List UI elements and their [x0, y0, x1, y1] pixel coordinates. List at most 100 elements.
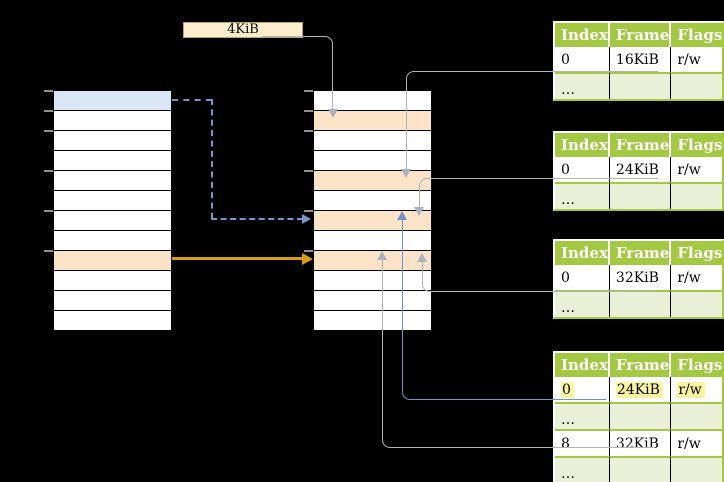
address-tick: [304, 210, 313, 212]
page-size-box: 4KiB: [183, 22, 303, 38]
orange-mapping-line: [172, 257, 303, 260]
table-cell: …: [555, 402, 610, 429]
column-header-frame: Frame: [609, 23, 672, 47]
virtual-memory-row-8: [54, 251, 171, 271]
physical-memory-row-0: [314, 91, 431, 111]
dashed-mapping-line-segment: [211, 99, 213, 219]
physical-memory-row-1: [314, 111, 431, 131]
address-tick: [44, 250, 53, 252]
physical-memory-row-6: [314, 211, 431, 231]
table-cell: …: [555, 72, 610, 99]
table-cell: 32KiB: [609, 265, 672, 290]
ellipsis-row: …: [555, 456, 723, 482]
virtual-memory-row-6: [54, 211, 171, 231]
table-cell: [671, 290, 723, 317]
virtual-memory-row-5: [54, 191, 171, 211]
table-cell: 24KiB: [609, 157, 672, 182]
column-header-flags: Flags: [671, 23, 723, 47]
arrowhead-right-icon: [302, 214, 311, 224]
table-cell: r/w: [671, 429, 723, 456]
physical-memory-row-7: [314, 231, 431, 251]
address-tick: [304, 250, 313, 252]
table-cell: [609, 456, 672, 482]
address-tick: [304, 110, 313, 112]
table-cell: [671, 402, 723, 429]
physical-memory-row-11: [314, 311, 431, 331]
highlighted-value: r/w: [677, 381, 705, 398]
physical-memory-row-10: [314, 291, 431, 311]
physical-memory-column: [304, 90, 432, 331]
virtual-memory-row-4: [54, 171, 171, 191]
table-cell: [609, 72, 672, 99]
highlighted-value: 0: [561, 381, 574, 398]
table-cell: 8: [555, 429, 610, 456]
address-tick: [304, 170, 313, 172]
table-cell: 16KiB: [609, 47, 672, 72]
address-tick: [44, 90, 53, 92]
dashed-mapping-line-segment: [172, 99, 212, 101]
table-cell: r/w: [671, 157, 723, 182]
address-tick: [44, 210, 53, 212]
ellipsis-row: …: [555, 290, 723, 317]
column-header-flags: Flags: [671, 353, 723, 377]
column-header-flags: Flags: [671, 241, 723, 265]
virtual-memory-row-10: [54, 291, 171, 311]
table-cell: [671, 72, 723, 99]
table-cell: 0: [555, 47, 610, 72]
table-cell: 0: [555, 265, 610, 290]
column-header-frame: Frame: [609, 133, 672, 157]
column-header-frame: Frame: [609, 353, 672, 377]
physical-memory-row-9: [314, 271, 431, 291]
physical-memory-row-2: [314, 131, 431, 151]
table-cell: [671, 182, 723, 209]
physical-memory-row-4: [314, 171, 431, 191]
table-cell: …: [555, 182, 610, 209]
highlighted-value: 24KiB: [615, 381, 663, 398]
table-cell: 32KiB: [609, 429, 672, 456]
arrowhead-right-icon: [302, 253, 313, 265]
virtual-memory-row-3: [54, 151, 171, 171]
column-header-index: Index: [555, 23, 610, 47]
page-size-label: 4KiB: [227, 22, 259, 37]
table-cell: …: [555, 290, 610, 317]
physical-memory-row-8: [314, 251, 431, 271]
column-header-flags: Flags: [671, 133, 723, 157]
table-cell: r/w: [671, 265, 723, 290]
table-cell: 0: [555, 157, 610, 182]
column-header-index: Index: [555, 353, 610, 377]
physical-memory-row-5: [314, 191, 431, 211]
table-cell: r/w: [671, 377, 723, 402]
column-header-index: Index: [555, 133, 610, 157]
virtual-memory-row-0: [54, 91, 171, 111]
virtual-memory-row-11: [54, 311, 171, 331]
ellipsis-row: …: [555, 72, 723, 99]
address-tick: [304, 90, 313, 92]
ellipsis-row: …: [555, 182, 723, 209]
table-cell: [609, 290, 672, 317]
table-cell: …: [555, 456, 610, 482]
table-cell: [609, 182, 672, 209]
virtual-memory-row-1: [54, 111, 171, 131]
virtual-memory-column: [44, 90, 172, 331]
ellipsis-row: …: [555, 402, 723, 429]
table-cell: [671, 456, 723, 482]
table-cell: [609, 402, 672, 429]
address-tick: [44, 130, 53, 132]
column-header-frame: Frame: [609, 241, 672, 265]
column-header-index: Index: [555, 241, 610, 265]
address-tick: [304, 130, 313, 132]
table-cell: 0: [555, 377, 610, 402]
physical-memory-row-3: [314, 151, 431, 171]
